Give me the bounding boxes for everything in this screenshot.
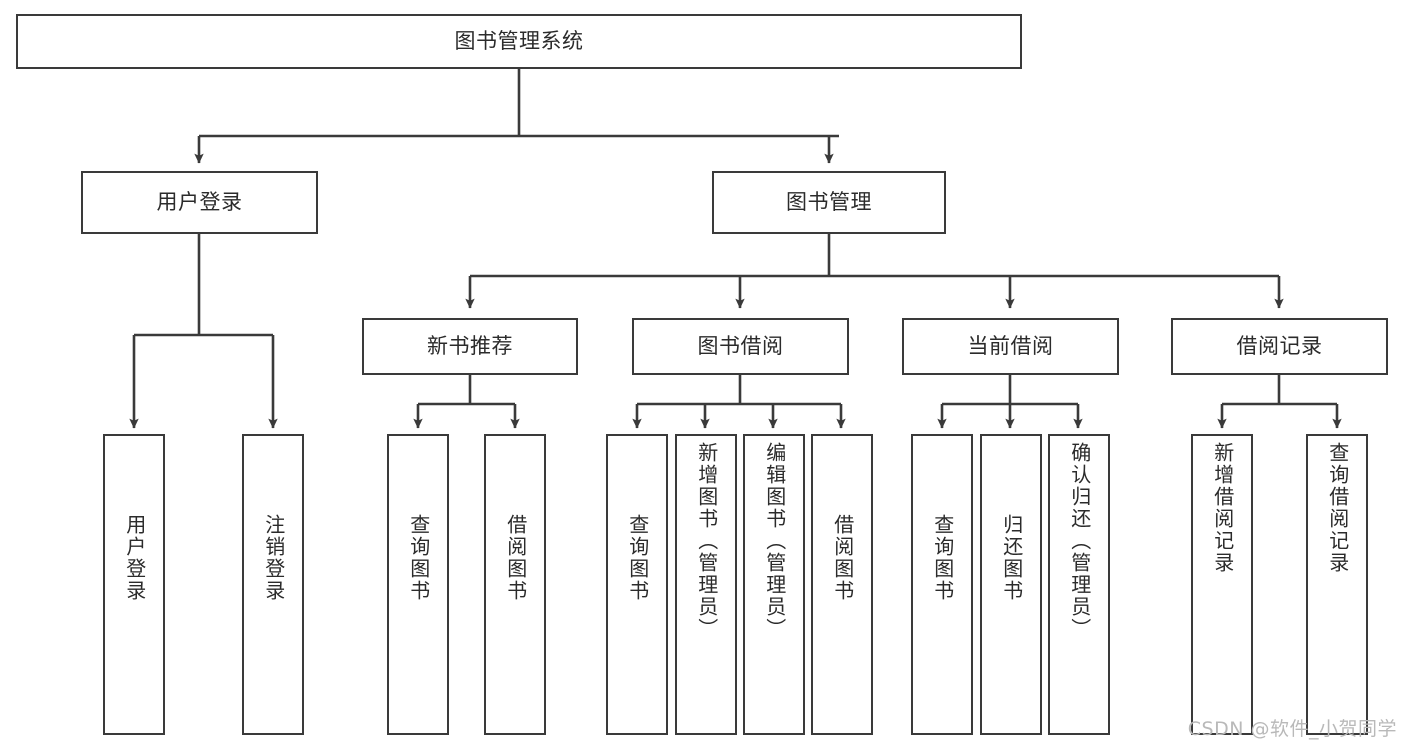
node-leaf-user-login[interactable]: 用户登录 (103, 434, 165, 735)
node-leaf-borrow-book-1[interactable]: 借阅图书 (484, 434, 546, 735)
node-leaf-query-book-1-label: 查询图书 (406, 514, 431, 602)
node-leaf-borrow-book-2-label: 借阅图书 (830, 514, 855, 602)
node-leaf-return-book[interactable]: 归还图书 (980, 434, 1042, 735)
node-leaf-confirm-return-label: 确认归还（管理员） (1067, 442, 1092, 640)
node-leaf-logout-label: 注销登录 (261, 514, 286, 602)
node-user-login[interactable]: 用户登录 (81, 171, 318, 234)
node-book-borrow-label: 图书借阅 (697, 334, 784, 359)
node-leaf-return-book-label: 归还图书 (999, 514, 1024, 602)
node-leaf-query-book-2[interactable]: 查询图书 (606, 434, 668, 735)
node-leaf-borrow-book-2[interactable]: 借阅图书 (811, 434, 873, 735)
node-leaf-query-record-label: 查询借阅记录 (1325, 442, 1350, 574)
node-leaf-add-record-label: 新增借阅记录 (1210, 442, 1235, 574)
node-book-manage-label: 图书管理 (786, 190, 872, 215)
node-leaf-add-book-label: 新增图书（管理员） (694, 442, 719, 640)
node-leaf-add-book[interactable]: 新增图书（管理员） (675, 434, 737, 735)
node-leaf-query-book-1[interactable]: 查询图书 (387, 434, 449, 735)
node-leaf-add-record[interactable]: 新增借阅记录 (1191, 434, 1253, 735)
node-root-label: 图书管理系统 (454, 29, 584, 54)
node-leaf-logout[interactable]: 注销登录 (242, 434, 304, 735)
node-current-borrow-label: 当前借阅 (967, 334, 1054, 359)
node-new-book-rec[interactable]: 新书推荐 (362, 318, 578, 375)
node-book-borrow[interactable]: 图书借阅 (632, 318, 849, 375)
node-borrow-record-label: 借阅记录 (1236, 334, 1323, 359)
node-user-login-label: 用户登录 (156, 190, 243, 215)
node-borrow-record[interactable]: 借阅记录 (1171, 318, 1388, 375)
node-new-book-rec-label: 新书推荐 (427, 334, 513, 359)
node-leaf-query-book-2-label: 查询图书 (625, 514, 650, 602)
node-book-manage[interactable]: 图书管理 (712, 171, 946, 234)
node-leaf-borrow-book-1-label: 借阅图书 (503, 514, 528, 602)
watermark: CSDN @软件_小贺同学 (1187, 718, 1397, 740)
node-leaf-confirm-return[interactable]: 确认归还（管理员） (1048, 434, 1110, 735)
node-leaf-query-book-3[interactable]: 查询图书 (911, 434, 973, 735)
node-leaf-query-record[interactable]: 查询借阅记录 (1306, 434, 1368, 735)
node-current-borrow[interactable]: 当前借阅 (902, 318, 1119, 375)
node-leaf-edit-book[interactable]: 编辑图书（管理员） (743, 434, 805, 735)
node-root[interactable]: 图书管理系统 (16, 14, 1022, 69)
node-leaf-edit-book-label: 编辑图书（管理员） (762, 442, 787, 640)
node-leaf-user-login-label: 用户登录 (122, 514, 147, 602)
node-leaf-query-book-3-label: 查询图书 (930, 514, 955, 602)
